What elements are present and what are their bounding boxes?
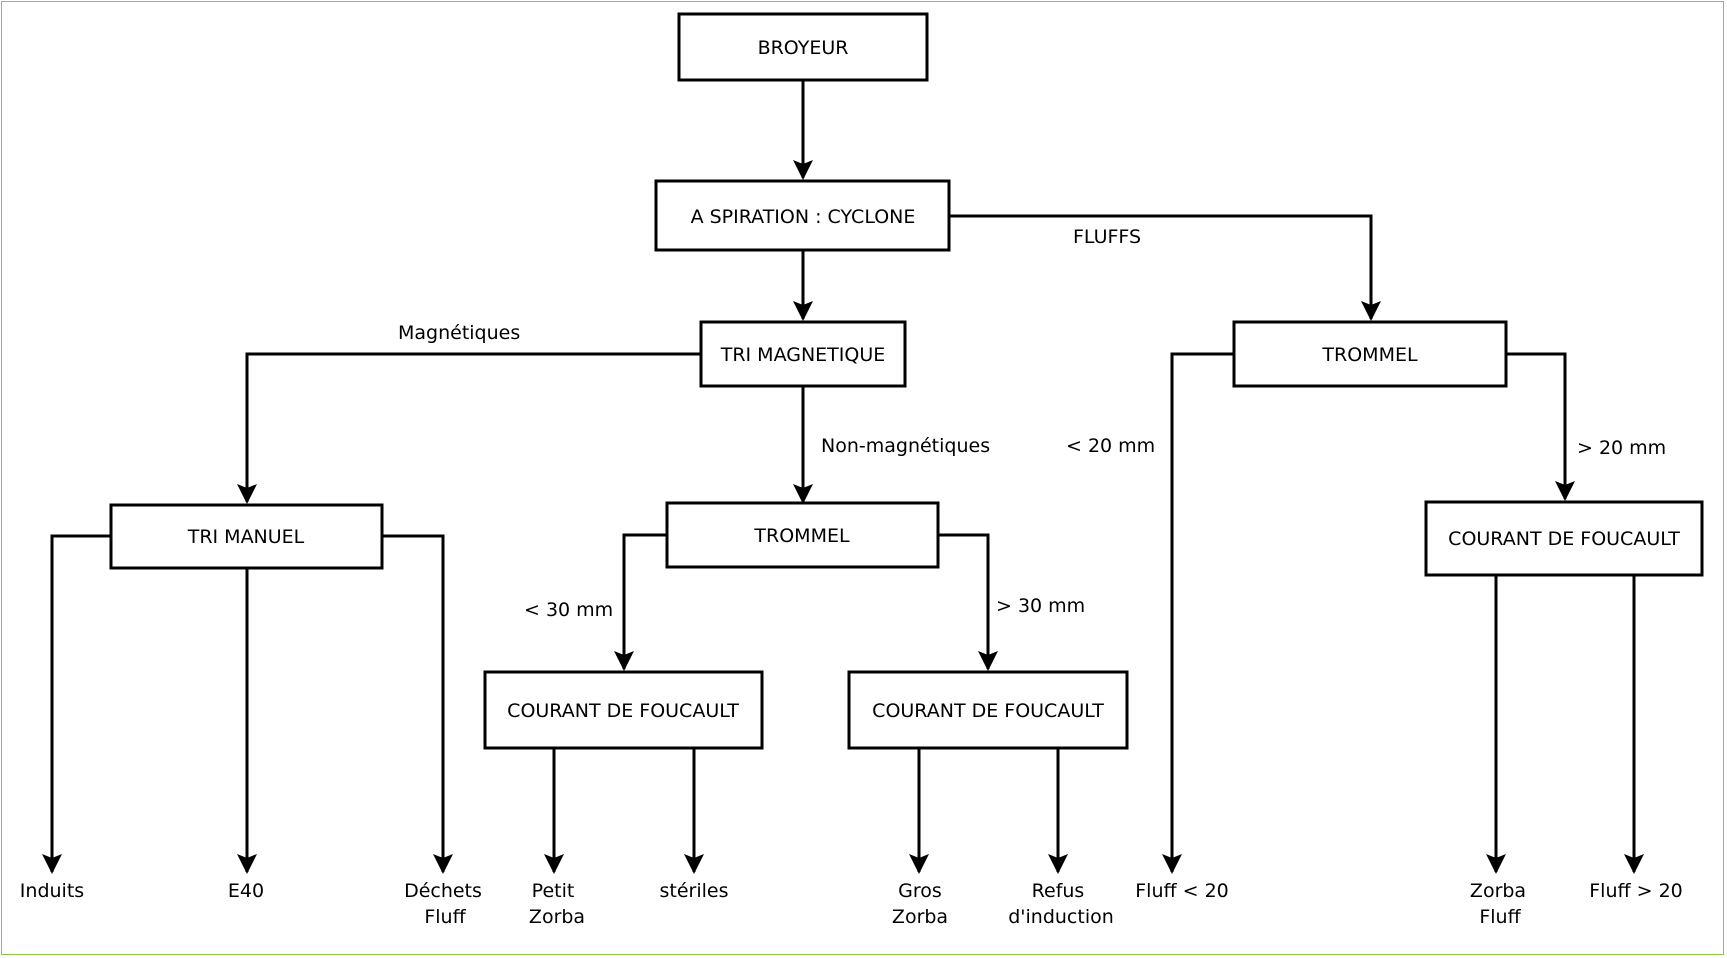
node-tri-manuel-label: TRI MANUEL (187, 526, 305, 548)
edge-tri-magnetique-tri-manuel (237, 352, 701, 504)
edge-label-magnetiques: Magnétiques (398, 322, 520, 344)
output-induits-label: Induits (20, 880, 84, 902)
edges (42, 80, 1644, 874)
output-gros-line1: Gros (898, 880, 942, 902)
output-dechets-line1: Déchets (404, 880, 482, 902)
edge-trommel-right-courant-right (1506, 352, 1575, 501)
output-fluff-lt20-label: Fluff < 20 (1135, 880, 1229, 902)
node-trommel-right: TROMMEL (1232, 320, 1508, 388)
output-refus-line1: Refus (1032, 880, 1085, 902)
output-gros-line2: Zorba (892, 906, 948, 928)
output-fluff-gt20-label: Fluff > 20 (1589, 880, 1683, 902)
edge-label-lt20: < 20 mm (1066, 435, 1155, 457)
output-steriles-label: stériles (660, 880, 729, 902)
edge-trommel-right-fluff-lt20 (1162, 352, 1234, 874)
node-courant-right: COURANT DE FOUCAULT (1424, 500, 1704, 577)
node-courant-small-label: COURANT DE FOUCAULT (507, 700, 739, 722)
node-aspiration: A SPIRATION : CYCLONE (654, 179, 951, 252)
output-dechets-fluff: Déchets Fluff (404, 880, 482, 928)
edge-trommel-mid-courant-large (938, 533, 998, 671)
node-trommel-mid: TROMMEL (665, 501, 940, 569)
output-steriles: stériles (660, 880, 729, 902)
node-trommel-mid-label: TROMMEL (753, 525, 850, 547)
node-courant-large: COURANT DE FOUCAULT (847, 670, 1129, 750)
output-petit-line1: Petit (532, 880, 575, 902)
edge-label-lt30: < 30 mm (524, 599, 613, 621)
output-e40-label: E40 (228, 880, 264, 902)
node-trommel-right-label: TROMMEL (1321, 344, 1418, 366)
output-e40: E40 (228, 880, 264, 902)
edge-label-fluffs: FLUFFS (1073, 226, 1141, 248)
edge-label-gt20: > 20 mm (1577, 437, 1666, 459)
node-broyeur: BROYEUR (677, 12, 929, 82)
node-courant-large-label: COURANT DE FOUCAULT (872, 700, 1104, 722)
output-petit-zorba: Petit Zorba (529, 880, 585, 928)
edge-tri-manuel-induits (42, 534, 111, 874)
output-fluff-gt20: Fluff > 20 (1589, 880, 1683, 902)
node-tri-magnetique: TRI MAGNETIQUE (699, 320, 907, 388)
output-fluff-lt20: Fluff < 20 (1135, 880, 1229, 902)
node-courant-small: COURANT DE FOUCAULT (483, 670, 764, 750)
output-refus-line2: d'induction (1008, 906, 1114, 928)
node-tri-manuel: TRI MANUEL (109, 503, 384, 570)
output-zorba-fluff-line2: Fluff (1479, 906, 1521, 928)
edge-aspiration-trommel-right (949, 214, 1381, 321)
output-petit-line2: Zorba (529, 906, 585, 928)
node-tri-magnetique-label: TRI MAGNETIQUE (720, 344, 886, 366)
edge-tri-manuel-dechets (382, 534, 453, 874)
edge-trommel-mid-courant-small (614, 533, 667, 671)
edge-label-non-magnetiques: Non-magnétiques (821, 435, 990, 457)
node-broyeur-label: BROYEUR (758, 37, 849, 59)
output-gros-zorba: Gros Zorba (892, 880, 948, 928)
output-dechets-line2: Fluff (424, 906, 466, 928)
output-induits: Induits (20, 880, 84, 902)
node-courant-right-label: COURANT DE FOUCAULT (1448, 528, 1680, 550)
node-aspiration-label: A SPIRATION : CYCLONE (691, 206, 916, 228)
output-zorba-fluff: Zorba Fluff (1470, 880, 1526, 928)
edge-label-gt30: > 30 mm (996, 595, 1085, 617)
output-refus-induction: Refus d'induction (1008, 880, 1114, 928)
output-zorba-fluff-line1: Zorba (1470, 880, 1526, 902)
